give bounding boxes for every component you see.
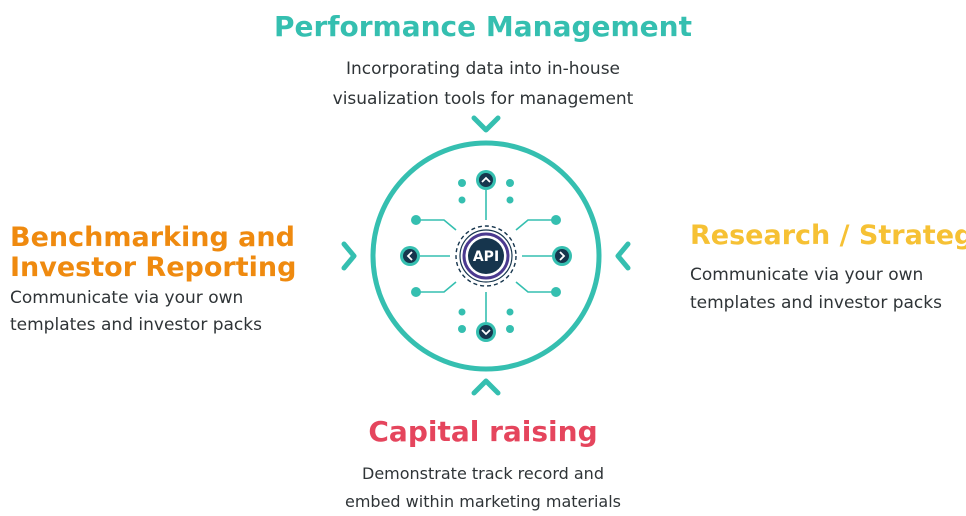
research-strategy-desc-line1: Communicate via your own [690, 265, 924, 285]
benchmarking-desc-line2: templates and investor packs [10, 315, 262, 335]
research-strategy-title: Research / Strategy [690, 220, 966, 251]
api-core [468, 238, 504, 274]
node-up [476, 170, 496, 190]
research-strategy-block: Research / Strategy Communicate via your… [690, 219, 966, 317]
capital-raising-title: Capital raising [368, 415, 598, 448]
benchmarking-title-line2: Investor Reporting [10, 252, 297, 283]
chevron-up-icon [471, 378, 501, 396]
api-label: API [473, 249, 499, 265]
performance-management-desc-line2: visualization tools for management [332, 89, 634, 109]
node-right [552, 246, 572, 266]
capital-raising-block: Capital raising Demonstrate track record… [283, 414, 683, 516]
capital-raising-desc-line1: Demonstrate track record and [362, 464, 604, 483]
benchmarking-block: Benchmarking and Investor Reporting Comm… [10, 223, 310, 339]
gear-icon [455, 225, 517, 287]
circuit-traces [416, 190, 556, 322]
gear-ring [459, 229, 513, 283]
benchmarking-title-line1: Benchmarking and [10, 222, 295, 253]
performance-management-block: Performance Management Incorporating dat… [210, 8, 756, 114]
node-down [476, 322, 496, 342]
decorative-dots [411, 179, 561, 333]
performance-management-desc-line1: Incorporating data into in-house [345, 59, 621, 79]
chevron-right-icon [341, 241, 357, 271]
hub-outer-ring [370, 140, 602, 372]
chevron-left-icon [615, 241, 631, 271]
benchmarking-desc-line1: Communicate via your own [10, 288, 244, 308]
node-left [400, 246, 420, 266]
research-strategy-desc-line2: templates and investor packs [690, 293, 942, 313]
chevron-down-icon [471, 115, 501, 133]
performance-management-title: Performance Management [274, 10, 692, 43]
